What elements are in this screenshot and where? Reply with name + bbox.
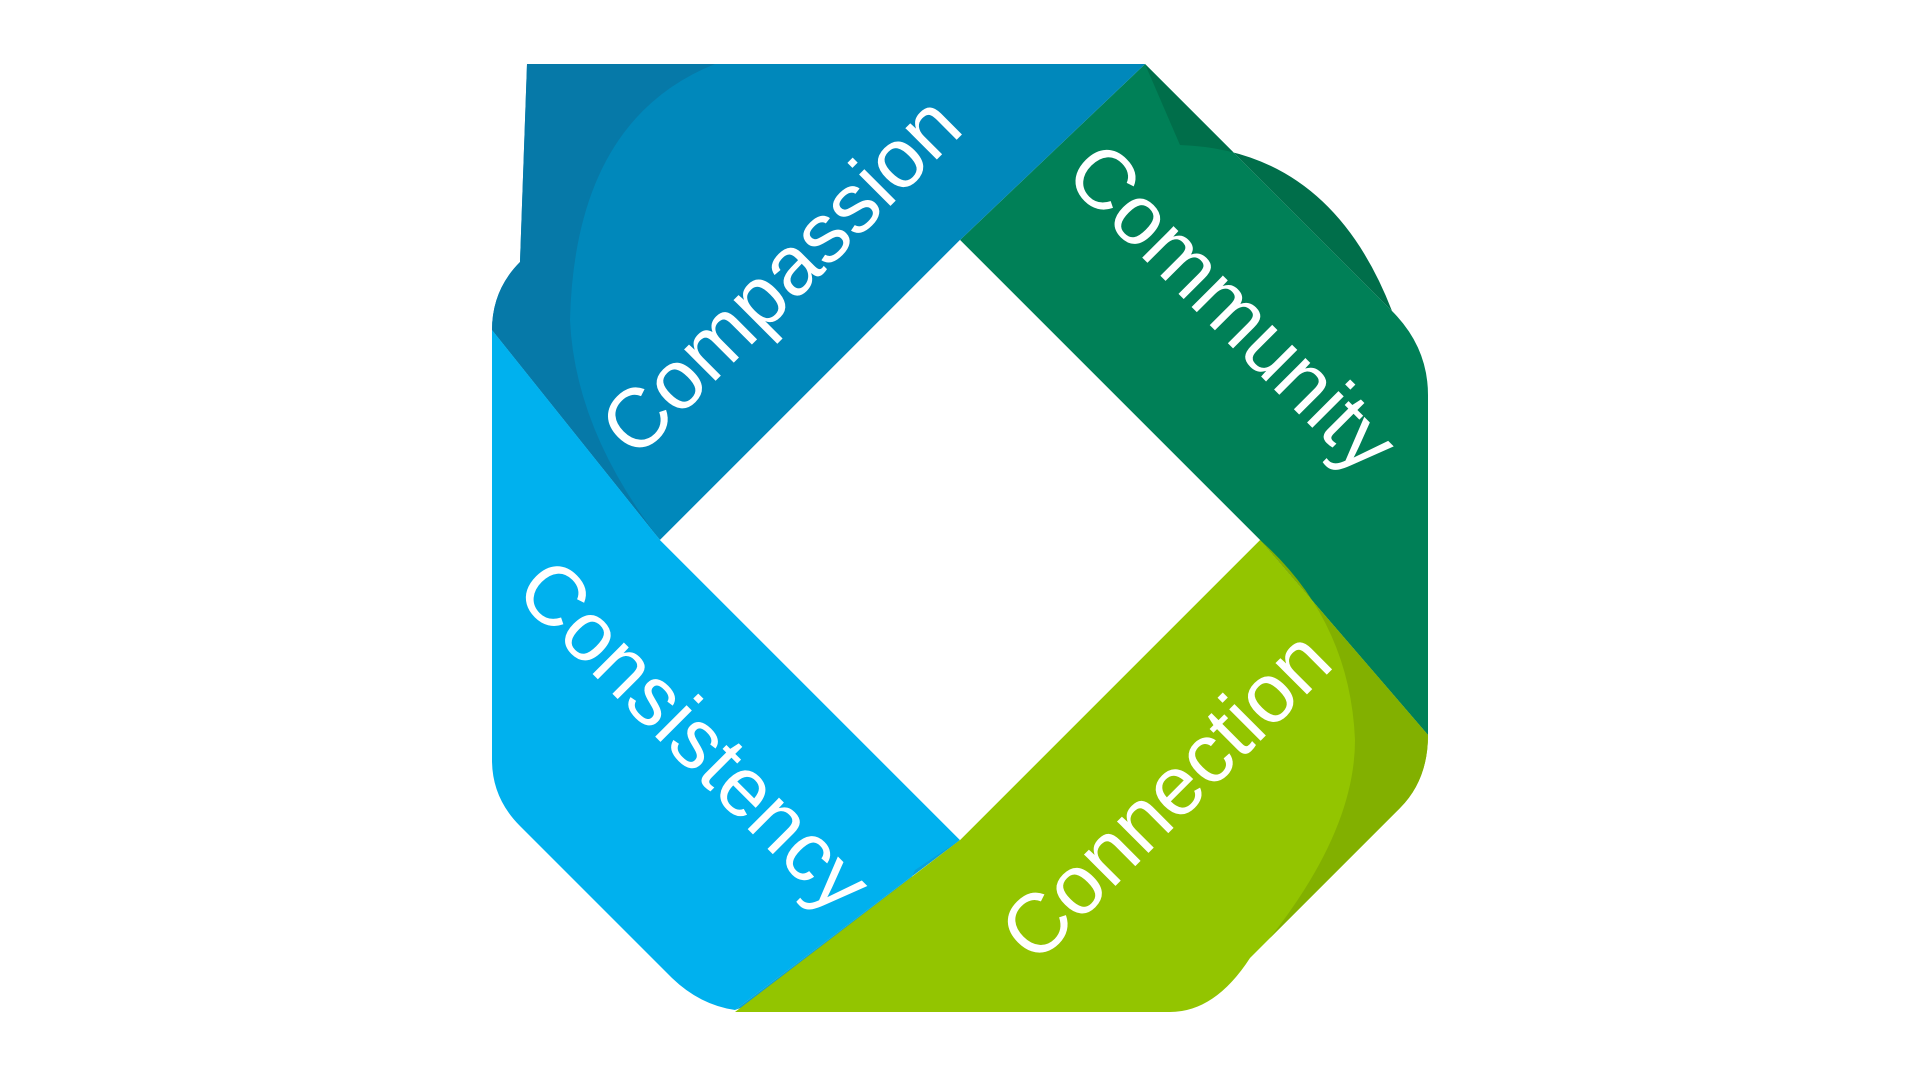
segment-consistency-band: [492, 330, 960, 1010]
segment-community-shade: [1145, 64, 1392, 311]
segment-connection: [735, 540, 1428, 1012]
segment-connection-shade: [1260, 540, 1428, 938]
center-diamond: [660, 240, 1260, 840]
segment-compassion-band: [492, 64, 1145, 540]
segment-connection-band: [735, 540, 1428, 1012]
segment-compassion: [492, 64, 1145, 540]
segment-consistency-shade: [735, 840, 960, 1010]
segment-community-band: [960, 64, 1428, 735]
segment-community: [960, 64, 1428, 735]
segment-compassion-shade: [492, 64, 715, 540]
segment-consistency: [492, 330, 960, 1010]
